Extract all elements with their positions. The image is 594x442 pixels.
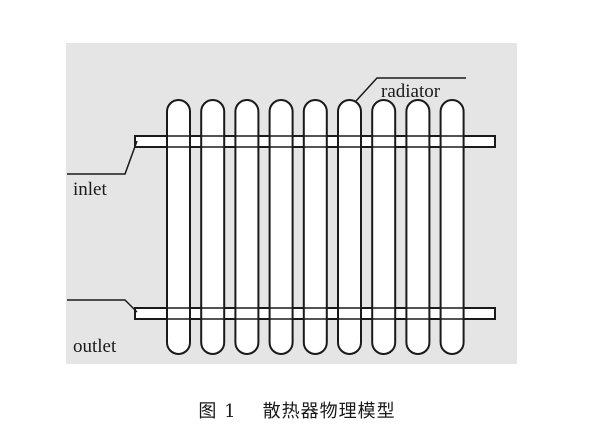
- inlet-leader-line: [67, 140, 138, 175]
- radiator-fin: [439, 99, 465, 355]
- radiator-fin: [302, 99, 328, 355]
- radiator-fin: [371, 99, 397, 355]
- radiator-fin: [234, 99, 260, 355]
- caption-number: 图 1: [198, 401, 237, 422]
- radiator-fin: [337, 99, 362, 355]
- radiator-fin: [405, 99, 431, 355]
- inlet-label: inlet: [73, 179, 107, 200]
- radiator-fin: [166, 99, 191, 355]
- radiator-leader-line: [355, 77, 466, 102]
- radiator-fin: [200, 99, 226, 355]
- radiator-fins: [166, 99, 465, 355]
- outlet-label: outlet: [73, 336, 117, 357]
- outlet-leader-line: [67, 299, 138, 313]
- radiator-fin: [268, 99, 294, 355]
- radiator-label: radiator: [381, 81, 441, 102]
- caption-title: 散热器物理模型: [262, 401, 396, 422]
- figure-caption: 图 1 散热器物理模型: [0, 397, 594, 423]
